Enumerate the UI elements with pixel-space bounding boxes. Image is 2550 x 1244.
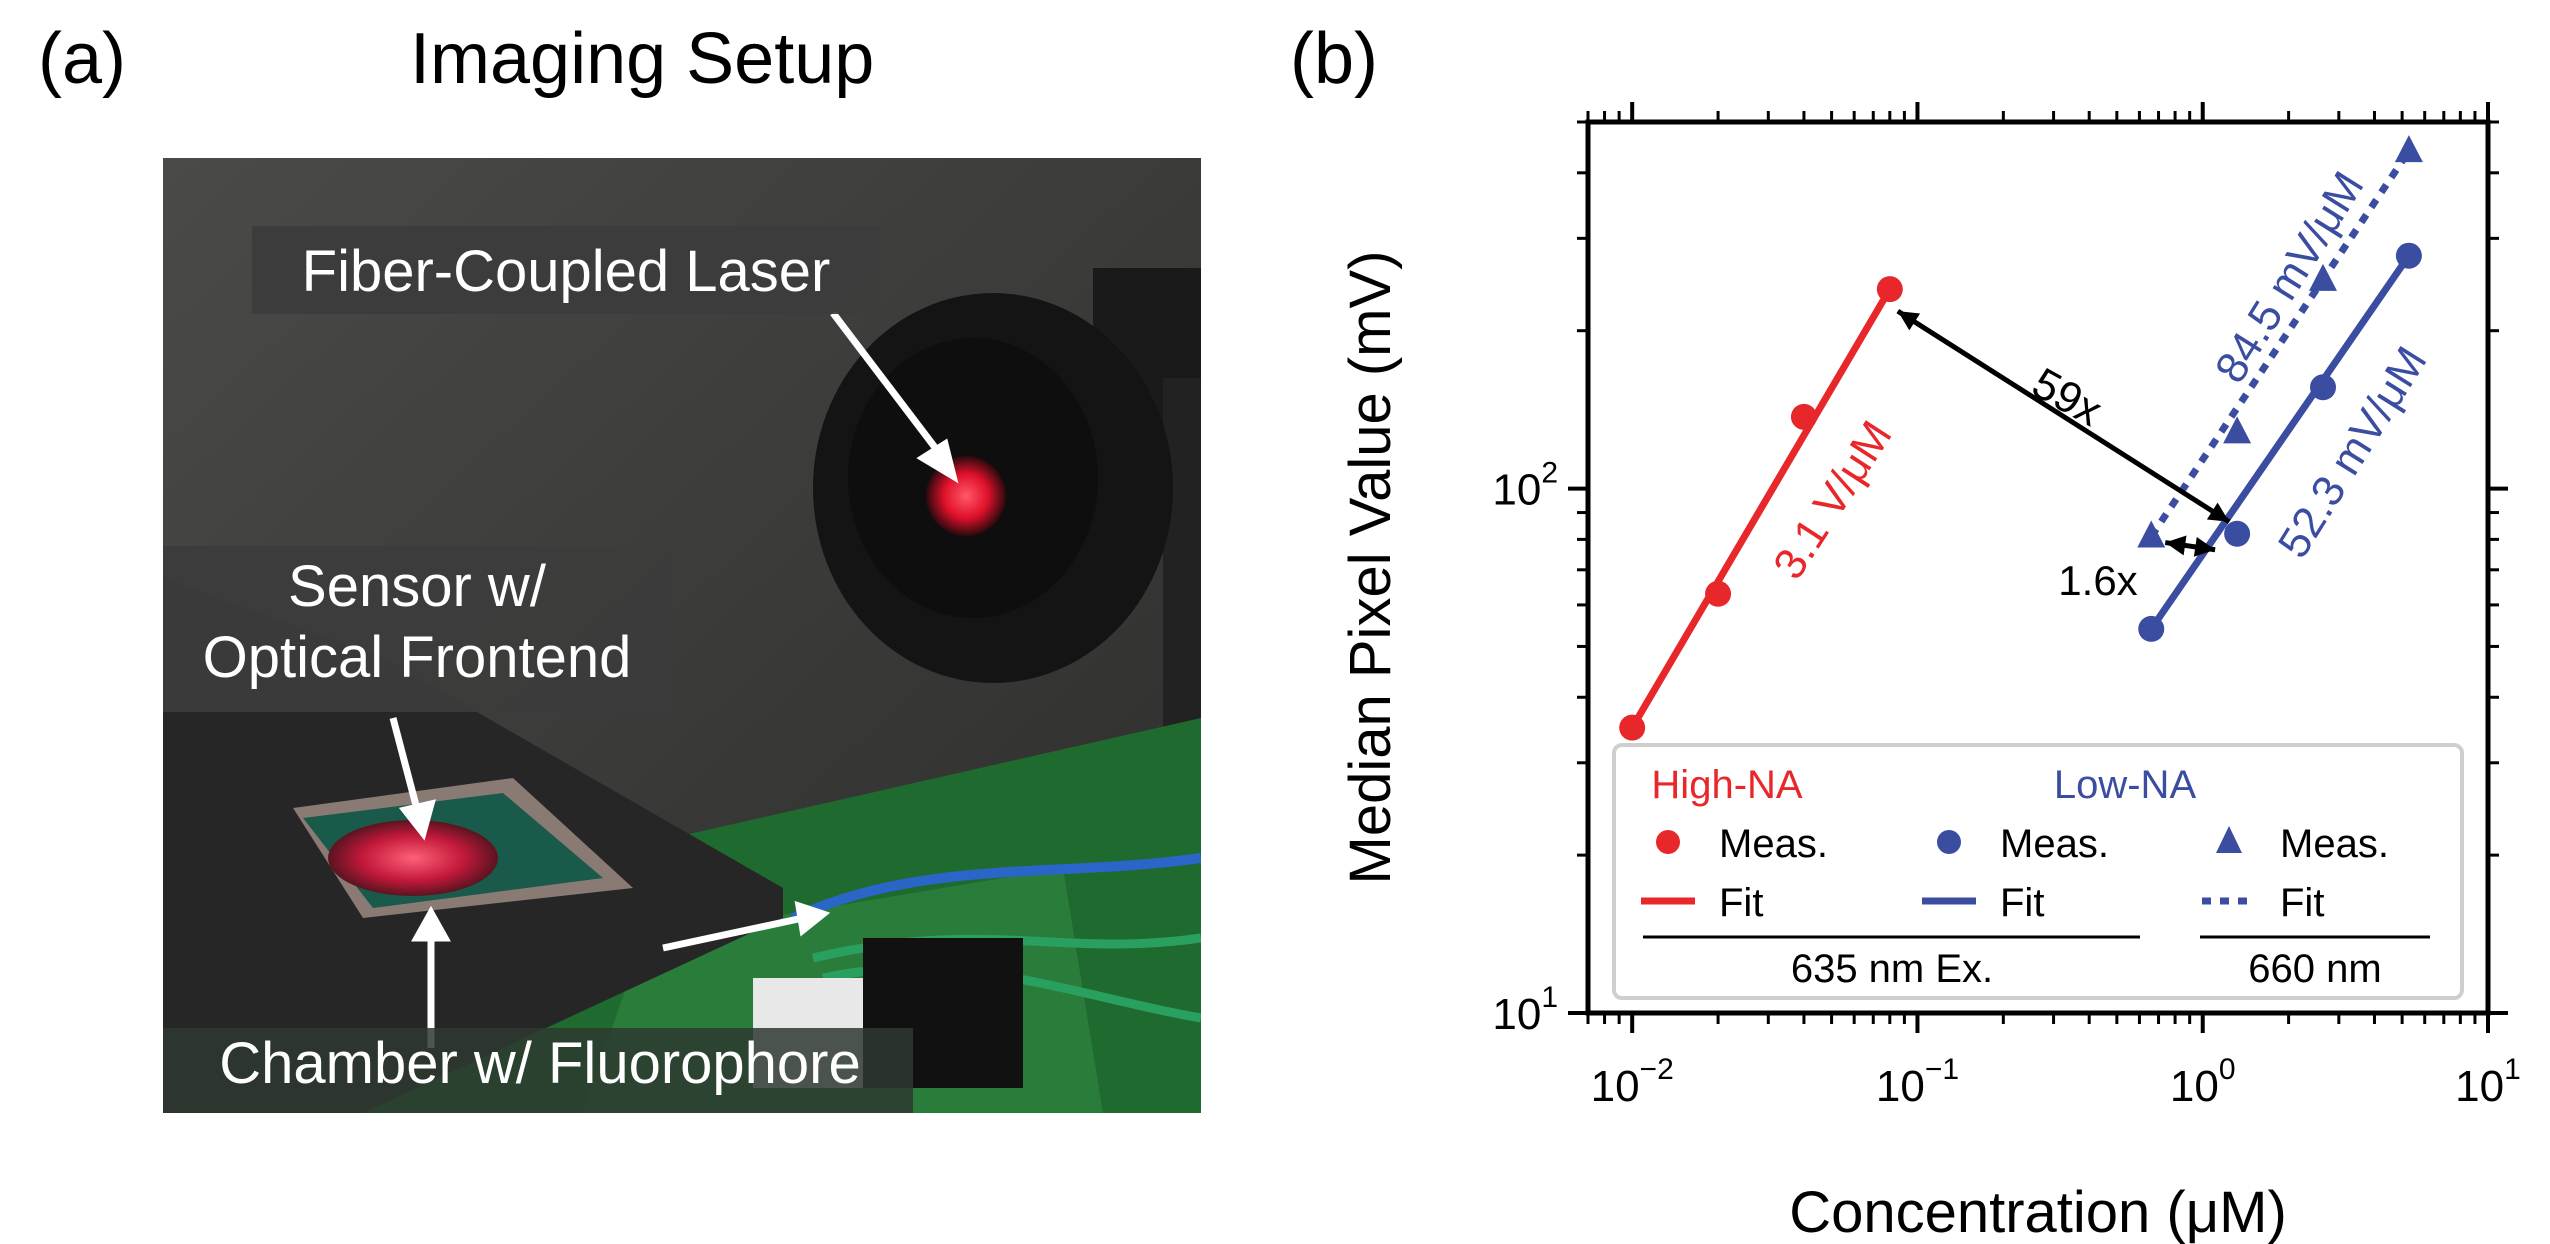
slope-label-high-na: 3.1 V/μM	[1764, 413, 1901, 588]
sensor-annotation-line1: Sensor w/	[288, 554, 547, 619]
panel-a-label: (a)	[38, 19, 126, 99]
legend-header-high-na: High-NA	[1651, 763, 1802, 807]
legend-fit-label: Fit	[2000, 881, 2044, 925]
y-tick-exponent: 2	[1541, 457, 1558, 490]
slope-label-635: 52.3 mV/μM	[2269, 338, 2437, 566]
legend-fit-label: Fit	[2280, 881, 2324, 925]
ratio-arrow-59x-head	[1897, 311, 1921, 331]
y-tick-label: 101	[1492, 981, 1558, 1039]
data-point	[2224, 520, 2251, 547]
sensor-annotation-line2: Optical Frontend	[203, 625, 632, 690]
x-tick-exponent: 1	[2504, 1053, 2521, 1086]
data-point-triangle	[2394, 135, 2423, 163]
x-tick-label: 100	[2170, 1053, 2236, 1111]
legend-marker	[1656, 830, 1680, 854]
legend-meas-label: Meas.	[2280, 822, 2389, 866]
y-tick-mantissa: 10	[1492, 466, 1541, 515]
panel-b-label: (b)	[1290, 19, 1378, 99]
x-tick-mantissa: 10	[2455, 1062, 2504, 1111]
legend-header-low-na: Low-NA	[2054, 763, 2197, 807]
x-tick-mantissa: 10	[2170, 1062, 2219, 1111]
data-point-triangle	[2223, 416, 2252, 444]
y-tick-label: 102	[1492, 457, 1558, 515]
ratio-arrow-1-6x-head	[2165, 535, 2187, 556]
y-tick-exponent: 1	[1541, 981, 1558, 1014]
x-tick-exponent: 0	[2219, 1053, 2236, 1086]
series-line	[1629, 287, 1893, 730]
x-tick-mantissa: 10	[1591, 1062, 1640, 1111]
y-tick-mantissa: 10	[1492, 990, 1541, 1039]
legend-marker-triangle	[2216, 826, 2242, 853]
x-tick-mantissa: 10	[1876, 1062, 1925, 1111]
x-tick-label: 10−2	[1591, 1053, 1674, 1111]
ratio-arrow-59x-head	[2206, 502, 2230, 522]
setup-photo: Fiber-Coupled Laser Sensor w/ Optical Fr…	[163, 158, 1201, 1113]
legend-fit-label: Fit	[1719, 881, 1763, 925]
legend-group-635: 635 nm Ex.	[1791, 947, 1993, 991]
slope-label-660: 84.5 mV/μM	[2206, 163, 2374, 391]
x-axis-label: Concentration (μM)	[1789, 1180, 2287, 1244]
plot-frame	[1585, 119, 2491, 1016]
x-tick-exponent: −1	[1925, 1053, 1959, 1086]
photo-title: Imaging Setup	[410, 19, 875, 99]
legend-meas-label: Meas.	[1719, 822, 1828, 866]
series-layer	[1619, 135, 2423, 741]
series-line	[2148, 149, 2412, 539]
legend-marker	[1937, 830, 1961, 854]
ratio-label-59x: 59x	[2024, 359, 2110, 436]
chamber-annotation: Chamber w/ Fluorophore	[219, 1031, 861, 1096]
x-tick-exponent: −2	[1640, 1053, 1674, 1086]
laser-annotation: Fiber-Coupled Laser	[302, 239, 831, 304]
legend-box	[1612, 743, 2464, 1000]
ratio-label-1-6x: 1.6x	[2058, 557, 2137, 604]
x-tick-label: 101	[2455, 1053, 2521, 1111]
legend-group-660: 660 nm	[2248, 947, 2381, 991]
setup-photo-illustration: Fiber-Coupled Laser Sensor w/ Optical Fr…	[163, 158, 1201, 1113]
ratio-arrow-1-6x-head	[2193, 537, 2216, 557]
y-axis-label: Median Pixel Value (mV)	[1338, 251, 1403, 885]
x-tick-label: 10−1	[1876, 1053, 1959, 1111]
series-line	[2148, 253, 2412, 631]
ratio-arrow-59x	[1896, 309, 2231, 524]
legend-meas-label: Meas.	[2000, 822, 2109, 866]
